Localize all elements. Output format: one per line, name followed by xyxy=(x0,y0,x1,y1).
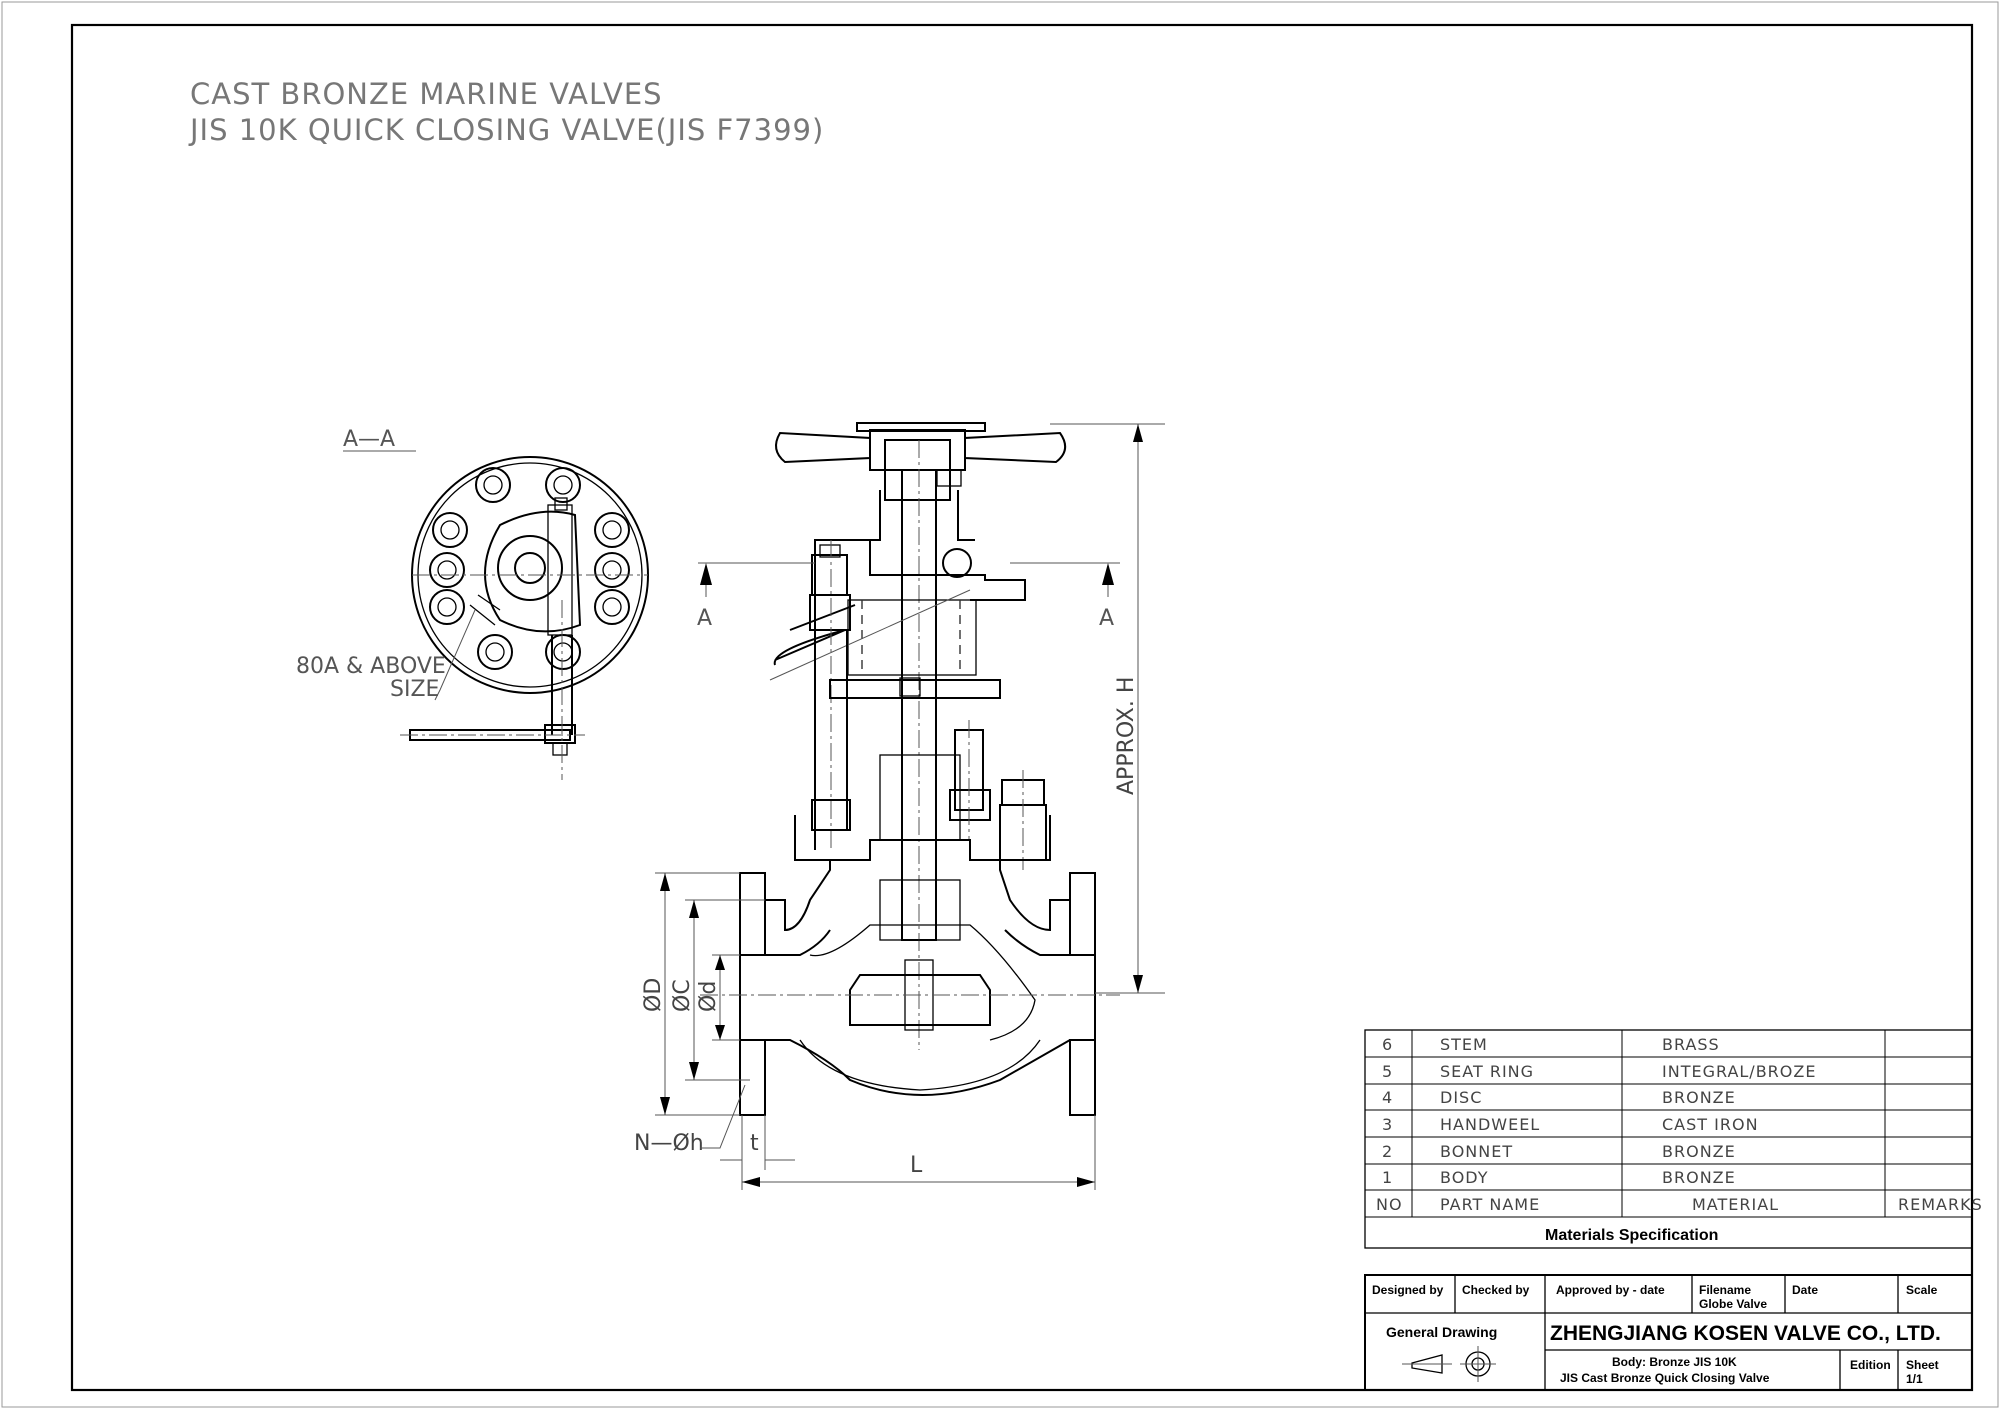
part-material: BRONZE xyxy=(1662,1168,1736,1187)
part-name: BONNET xyxy=(1440,1142,1513,1161)
approved-by-label: Approved by - date xyxy=(1556,1283,1665,1297)
parts-header-row: NO PART NAME MATERIAL REMARKS xyxy=(1376,1195,1983,1214)
parts-row: 2 BONNET BRONZE xyxy=(1382,1142,1736,1161)
checked-by-label: Checked by xyxy=(1462,1283,1530,1297)
part-name: STEM xyxy=(1440,1035,1488,1054)
part-no: 4 xyxy=(1382,1088,1393,1107)
section-view-a-a: A—A 80 xyxy=(296,427,649,780)
section-mark-right: A xyxy=(1099,606,1114,631)
header-material: MATERIAL xyxy=(1692,1195,1779,1214)
dim-outer-diameter: ØD xyxy=(641,978,666,1012)
part-material: BRASS xyxy=(1662,1035,1720,1054)
scale-label: Scale xyxy=(1906,1283,1938,1297)
dim-flange-thickness: t xyxy=(750,1131,759,1156)
date-label: Date xyxy=(1792,1283,1818,1297)
description-line-2: JIS Cast Bronze Quick Closing Valve xyxy=(1560,1371,1770,1385)
part-material: BRONZE xyxy=(1662,1088,1736,1107)
flange-bolts xyxy=(429,467,630,670)
filename-label: Filename xyxy=(1699,1283,1751,1297)
section-mark-left: A xyxy=(697,606,712,631)
edition-label: Edition xyxy=(1850,1358,1891,1372)
parts-row: 1 BODY BRONZE xyxy=(1382,1168,1736,1187)
materials-caption: Materials Specification xyxy=(1545,1227,1718,1244)
dim-bolt-holes: N—Øh xyxy=(634,1131,704,1156)
description-line-1: Body: Bronze JIS 10K xyxy=(1612,1355,1737,1369)
parts-row: 5 SEAT RING INTEGRAL/BROZE xyxy=(1382,1062,1816,1081)
bolt xyxy=(432,512,468,548)
dim-approx-h: APPROX. H xyxy=(1114,677,1139,795)
bolt xyxy=(429,552,465,588)
parts-table: 6 STEM BRASS 5 SEAT RING INTEGRAL/BROZE … xyxy=(1364,1029,1983,1249)
header-part-name: PART NAME xyxy=(1440,1195,1540,1214)
part-no: 5 xyxy=(1382,1062,1393,1081)
filename-value: Globe Valve xyxy=(1699,1297,1767,1311)
parts-row: 3 HANDWEEL CAST IRON xyxy=(1382,1115,1759,1134)
bolt xyxy=(594,589,630,625)
designed-by-label: Designed by xyxy=(1372,1283,1444,1297)
bolt xyxy=(477,634,513,670)
title-block: Designed by Checked by Approved by - dat… xyxy=(1364,1274,1973,1391)
part-material: INTEGRAL/BROZE xyxy=(1662,1062,1816,1081)
projection-symbol-icon xyxy=(1402,1346,1496,1382)
handwheel xyxy=(775,422,1067,501)
part-no: 2 xyxy=(1382,1142,1393,1161)
bolt xyxy=(594,552,630,588)
bolt xyxy=(594,512,630,548)
drawing-frame xyxy=(70,23,1974,1392)
part-no: 3 xyxy=(1382,1115,1393,1134)
part-no: 6 xyxy=(1382,1035,1393,1054)
header-remarks: REMARKS xyxy=(1898,1195,1983,1214)
section-label: A—A xyxy=(343,427,395,452)
note-size-line-2: SIZE xyxy=(390,677,439,702)
sheet-value: 1/1 xyxy=(1906,1372,1923,1386)
sheet-label: Sheet xyxy=(1906,1358,1939,1372)
parts-row: 6 STEM BRASS xyxy=(1382,1035,1720,1054)
dim-bolt-circle: ØC xyxy=(670,979,695,1012)
parts-row: 4 DISC BRONZE xyxy=(1382,1088,1736,1107)
part-material: BRONZE xyxy=(1662,1142,1736,1161)
title-line-2: JIS 10K QUICK CLOSING VALVE(JIS F7399) xyxy=(188,113,824,147)
title-line-1: CAST BRONZE MARINE VALVES xyxy=(190,77,663,111)
dim-length: L xyxy=(910,1153,923,1178)
note-size-line-1: 80A & ABOVE xyxy=(296,654,446,679)
part-no: 1 xyxy=(1382,1168,1393,1187)
part-name: SEAT RING xyxy=(1440,1062,1534,1081)
part-name: DISC xyxy=(1440,1088,1482,1107)
part-name: HANDWEEL xyxy=(1440,1115,1540,1134)
bolt xyxy=(475,467,511,503)
company-name: ZHENGJIANG KOSEN VALVE CO., LTD. xyxy=(1550,1322,1941,1345)
valve-elevation-view: A A xyxy=(697,422,1120,1116)
drawing-type: General Drawing xyxy=(1386,1324,1497,1340)
part-name: BODY xyxy=(1440,1168,1489,1187)
header-no: NO xyxy=(1376,1195,1403,1214)
dimensions: APPROX. H ØD ØC Ød N—Øh t xyxy=(634,423,1165,1190)
valve-body xyxy=(739,860,1096,1116)
dim-bore: Ød xyxy=(696,981,721,1012)
part-material: CAST IRON xyxy=(1662,1115,1759,1134)
bolt xyxy=(545,467,581,503)
bolt xyxy=(429,589,465,625)
